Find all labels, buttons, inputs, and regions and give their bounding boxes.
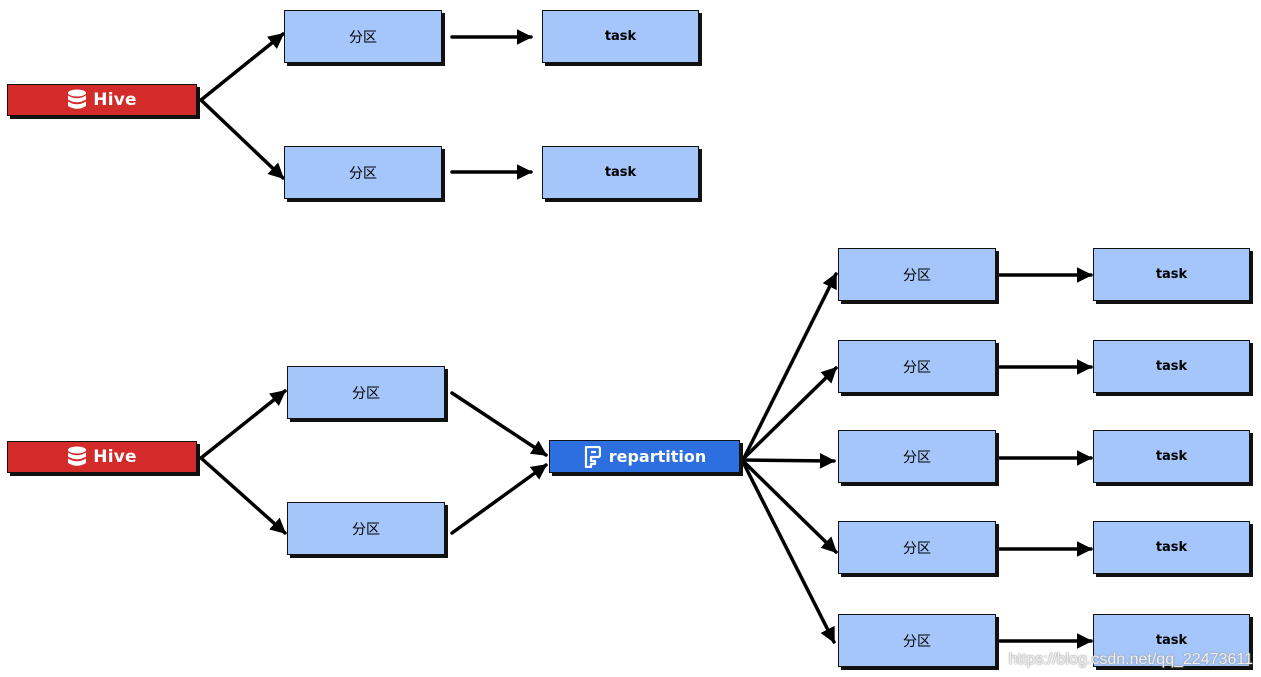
hive-source-node: Hive bbox=[7, 441, 197, 473]
task-label: task bbox=[1155, 633, 1188, 648]
task-node: task bbox=[542, 146, 699, 199]
arrow-partition-b-to-repartition bbox=[450, 463, 548, 535]
task-label: task bbox=[604, 29, 637, 44]
output-partition-node: 分区 bbox=[838, 521, 996, 574]
partition-label: 分区 bbox=[903, 449, 931, 466]
task-label: task bbox=[1155, 267, 1188, 282]
repartition-node: repartition bbox=[549, 440, 740, 473]
partition-label: 分区 bbox=[903, 540, 931, 557]
arrow-hive-to-partition-1 bbox=[199, 32, 285, 102]
arrow-hive2-to-partition-a bbox=[199, 389, 287, 460]
arrow-repartition-to-output-2 bbox=[742, 366, 838, 460]
arrow-repartition-to-output-4 bbox=[742, 460, 838, 554]
partition-label: 分区 bbox=[349, 165, 377, 182]
output-partition-node: 分区 bbox=[838, 248, 996, 301]
task-label: task bbox=[604, 165, 637, 180]
task-node: task bbox=[1093, 340, 1250, 393]
flink-logo-icon bbox=[584, 445, 601, 468]
output-partition-node: 分区 bbox=[838, 430, 996, 483]
partition-label: 分区 bbox=[352, 385, 380, 402]
task-node: task bbox=[1093, 430, 1250, 483]
partition-label: 分区 bbox=[903, 267, 931, 284]
task-label: task bbox=[1155, 449, 1188, 464]
task-node: task bbox=[542, 10, 699, 63]
task-label: task bbox=[1155, 540, 1188, 555]
task-label: task bbox=[1155, 359, 1188, 374]
partition-node: 分区 bbox=[287, 502, 445, 555]
partition-node: 分区 bbox=[284, 146, 442, 199]
arrow-partition-a-to-repartition bbox=[450, 391, 548, 457]
database-icon bbox=[68, 446, 87, 466]
task-node: task bbox=[1093, 614, 1250, 667]
arrow-repartition-to-output-3 bbox=[742, 452, 836, 469]
repartition-label: repartition bbox=[608, 447, 707, 466]
partition-node: 分区 bbox=[284, 10, 442, 63]
arrow-repartition-to-output-5 bbox=[742, 462, 836, 644]
partition-label: 分区 bbox=[349, 29, 377, 46]
database-icon bbox=[68, 89, 87, 109]
arrow-hive-to-partition-2 bbox=[199, 98, 285, 180]
output-partition-node: 分区 bbox=[838, 340, 996, 393]
partition-node: 分区 bbox=[287, 366, 445, 419]
partition-label: 分区 bbox=[352, 521, 380, 538]
arrow-repartition-to-output-1 bbox=[742, 272, 838, 460]
task-node: task bbox=[1093, 521, 1250, 574]
output-partition-node: 分区 bbox=[838, 614, 996, 667]
hive-source-node: Hive bbox=[7, 84, 197, 116]
watermark-text: https://blog.csdn.net/qq_22473611 bbox=[1008, 651, 1253, 668]
task-node: task bbox=[1093, 248, 1250, 301]
arrow-hive2-to-partition-b bbox=[199, 456, 287, 535]
hive-label: Hive bbox=[93, 447, 137, 467]
partition-label: 分区 bbox=[903, 633, 931, 650]
hive-label: Hive bbox=[93, 90, 137, 110]
partition-label: 分区 bbox=[903, 359, 931, 376]
